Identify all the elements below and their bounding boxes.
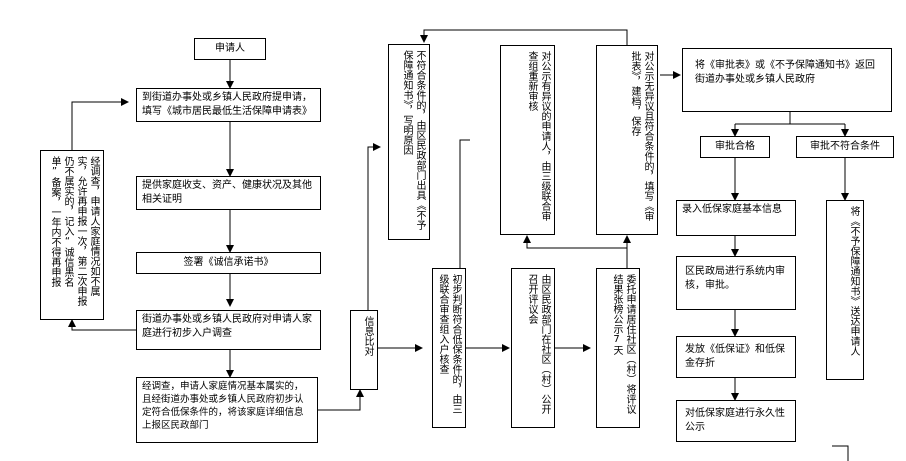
arrow-to-reject-top bbox=[420, 29, 628, 45]
node-applicant-label: 申请人 bbox=[215, 43, 245, 54]
arrow-survey-to-recheck bbox=[68, 319, 136, 331]
node-sign-commitment: 签署《诚信承诺书》 bbox=[136, 252, 321, 274]
node-review-meeting-label: 由区民政部门在社区（村）公开召开评议会 bbox=[526, 274, 550, 414]
node-bureau-review: 区民政局进行系统内审核，审批。 bbox=[676, 256, 796, 310]
node-publicize-7days: 委托申请居住社区（村）将评议结果张榜公示7天 bbox=[596, 268, 640, 428]
node-no-objection-label: 对公示无异议且符合条件的，填写《审批表》，建档，保存 bbox=[629, 51, 653, 221]
node-compare: 信息比对 bbox=[350, 310, 378, 390]
node-joint-visit-label: 初步判断符合低保条件的，由三级联合审查组入户核查 bbox=[437, 274, 461, 414]
arrow-publicize-to-objection bbox=[523, 235, 627, 249]
arrow-recheck-to-apply bbox=[71, 98, 129, 155]
node-return-form-label: 将《审批表》或《不予保障通知书》返回街道办事处或乡镇人民政府 bbox=[695, 60, 875, 85]
node-joint-visit: 初步判断符合低保条件的，由三级联合审查组入户核查 bbox=[432, 268, 466, 428]
arrow-report-to-compare bbox=[318, 389, 364, 411]
node-enter-info: 录入低保家庭基本信息 bbox=[676, 200, 796, 236]
node-approved: 审批合格 bbox=[700, 136, 770, 158]
node-rejected: 审批不符合条件 bbox=[796, 136, 894, 158]
node-objection-recheck: 对公示有异议的申请人，由三级联合审查组重新审核 bbox=[500, 45, 555, 235]
node-bureau-review-label: 区民政局进行系统内审核，审批。 bbox=[685, 266, 785, 291]
node-issue-card: 发放《低保证》和低保金存折 bbox=[676, 336, 796, 378]
node-untrue-recheck-label: 经调查，申请人家庭情况如不属实，允许再申报一次，第二次申报仍不属实的，记入“诚信… bbox=[49, 156, 99, 306]
node-verified-report-label: 经调查，申请人家庭情况基本属实的，且经街道办事处或乡镇人民政府初步认定符合低保条… bbox=[142, 381, 304, 431]
node-apply-label: 到街道办事处或乡镇人民政府提申请，填写《城市居民最低生活保障申请表》 bbox=[142, 92, 312, 117]
node-objection-recheck-label: 对公示有异议的申请人，由三级联合审查组重新审核 bbox=[526, 51, 550, 221]
node-provide-proof: 提供家庭收支、资产、健康状况及其他相关证明 bbox=[136, 176, 321, 210]
node-verified-report: 经调查，申请人家庭情况基本属实的，且经街道办事处或乡镇人民政府初步认定符合低保条… bbox=[136, 377, 318, 443]
node-no-objection: 对公示无异议且符合条件的，填写《审批表》，建档，保存 bbox=[596, 45, 658, 235]
node-untrue-recheck: 经调查，申请人家庭情况如不属实，允许再申报一次，第二次申报仍不属实的，记入“诚信… bbox=[40, 150, 104, 320]
node-applicant: 申请人 bbox=[194, 38, 266, 60]
node-initial-survey: 街道办事处或乡镇人民政府对申请人家庭进行初步入户调查 bbox=[136, 310, 321, 350]
node-compare-label: 信息比对 bbox=[362, 316, 373, 356]
arrow-compare-to-reject bbox=[367, 143, 381, 310]
node-reject-notice: 不符合条件的，由区民政部门出具《不予保障通知书》，写明原因 bbox=[388, 44, 430, 240]
node-deliver-notice-label: 将《不予保障通知书》送达申请人 bbox=[848, 206, 859, 356]
line-visit-up bbox=[459, 139, 470, 268]
node-reject-notice-label: 不符合条件的，由区民政部门出具《不予保障通知书》，写明原因 bbox=[401, 50, 425, 230]
node-deliver-notice: 将《不予保障通知书》送达申请人 bbox=[826, 200, 864, 380]
node-sign-commitment-label: 签署《诚信承诺书》 bbox=[183, 257, 274, 268]
node-issue-card-label: 发放《低保证》和低保金存折 bbox=[685, 344, 785, 369]
node-permanent-public-label: 对低保家庭进行永久性公示 bbox=[685, 408, 785, 433]
node-return-form: 将《审批表》或《不予保障通知书》返回街道办事处或乡镇人民政府 bbox=[682, 48, 892, 112]
corner-mark bbox=[832, 445, 849, 461]
node-approved-label: 审批合格 bbox=[715, 141, 755, 152]
node-rejected-label: 审批不符合条件 bbox=[810, 141, 880, 152]
node-provide-proof-label: 提供家庭收支、资产、健康状况及其他相关证明 bbox=[142, 180, 312, 205]
node-apply: 到街道办事处或乡镇人民政府提申请，填写《城市居民最低生活保障申请表》 bbox=[136, 88, 321, 122]
node-enter-info-label: 录入低保家庭基本信息 bbox=[682, 204, 782, 215]
node-publicize-7days-label: 委托申请居住社区（村）将评议结果张榜公示7天 bbox=[611, 274, 635, 414]
node-initial-survey-label: 街道办事处或乡镇人民政府对申请人家庭进行初步入户调查 bbox=[142, 314, 312, 339]
node-review-meeting: 由区民政部门在社区（村）公开召开评议会 bbox=[511, 268, 555, 428]
node-permanent-public: 对低保家庭进行永久性公示 bbox=[676, 400, 796, 442]
